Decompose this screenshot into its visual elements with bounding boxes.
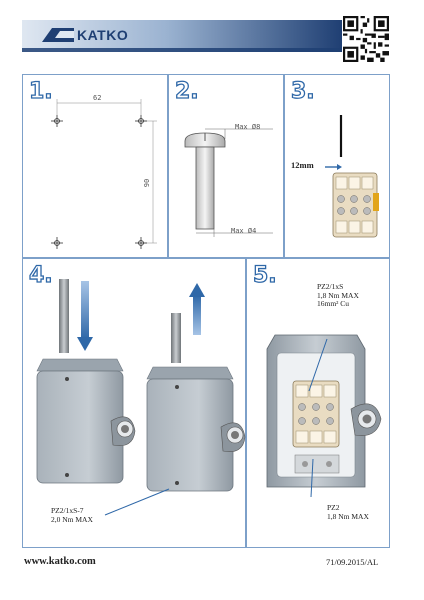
- terminal-torque-label: PZ2/1xS-7 2,0 Nm MAX: [51, 506, 93, 524]
- brand-name: KATKO: [77, 27, 129, 43]
- screw-drawing: [184, 128, 273, 237]
- step-number: 3.: [290, 78, 315, 104]
- step-3-panel: 3. 12mm: [284, 74, 390, 258]
- step-5-panel: 5. PZ2/1xS 1,8 Nm MAX 16mm² Cu PZ2 1,8 N…: [246, 258, 390, 548]
- header-banner: KATKO: [22, 20, 342, 52]
- step-number: 2.: [174, 78, 199, 104]
- step-1-panel: 1. 62 90: [22, 74, 168, 258]
- katko-logo-icon: [42, 28, 74, 42]
- mounting-hole-drawing: [51, 99, 157, 249]
- contact-block-drawing: [325, 115, 379, 238]
- open-enclosure-drawing: [266, 334, 382, 498]
- height-dimension: 90: [143, 178, 152, 188]
- step-4-panel: 4. PZ2/1xS-7 2,0 Nm MAX: [22, 258, 246, 548]
- website-link[interactable]: www.katko.com: [24, 556, 96, 567]
- strip-length-label: 12mm: [291, 160, 314, 170]
- qr-code-icon: [343, 16, 389, 62]
- head-diameter-label: Max Ø8: [235, 123, 261, 131]
- width-dimension: 62: [93, 94, 102, 102]
- cover-torque-label: PZ2 1,8 Nm MAX: [327, 503, 369, 521]
- header-gradient-bar: [22, 20, 342, 52]
- step-number: 1.: [28, 78, 53, 104]
- step-number: 4.: [28, 262, 53, 288]
- document-reference: 71/09.2015/AL: [326, 557, 379, 567]
- enclosure-install-drawing: [36, 279, 246, 516]
- contact-torque-label: PZ2/1xS 1,8 Nm MAX 16mm² Cu: [317, 282, 359, 309]
- shaft-diameter-label: Max Ø4: [231, 227, 257, 235]
- step-number: 5.: [252, 262, 277, 288]
- step-2-panel: 2. Max Ø8 Max Ø4: [168, 74, 284, 258]
